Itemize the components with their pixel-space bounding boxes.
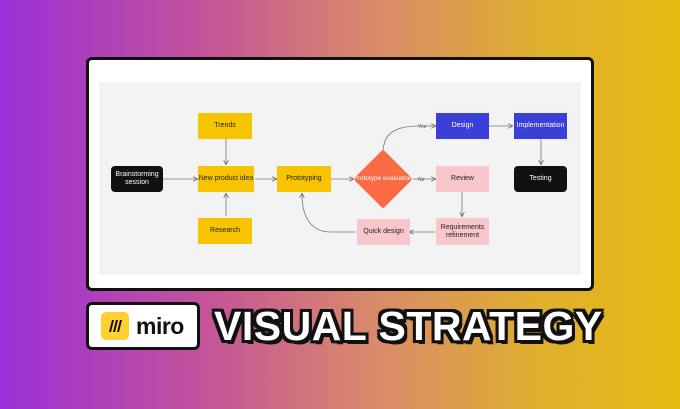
edge-label-yes: Yes: [418, 124, 427, 130]
node-testing: Testing: [514, 166, 567, 192]
node-research: Research: [198, 218, 252, 244]
node-quick-design: Quick design: [357, 219, 410, 245]
diagram-frame: Yes No Brainstorming session Trends New …: [86, 57, 594, 291]
node-brainstorming-session: Brainstorming session: [111, 166, 163, 192]
edge-evaluation-to-design: [382, 126, 435, 154]
node-trends: Trends: [198, 113, 252, 139]
headline-title: VISUAL STRATEGY: [214, 302, 603, 349]
node-prototype-evaluation: Prototype evaluation: [353, 149, 413, 209]
decision-label: Prototype evaluation: [353, 175, 413, 183]
node-new-product-idea: New product idea: [198, 166, 254, 192]
node-implementation: Implementation: [514, 113, 567, 139]
flowchart-board: Yes No Brainstorming session Trends New …: [99, 82, 581, 275]
miro-logo-text: miro: [136, 312, 184, 339]
node-requirements-refinement: Requirements refinement: [436, 218, 489, 245]
miro-logo-icon: [101, 312, 129, 340]
node-review: Review: [436, 166, 489, 192]
edge-label-no: No: [418, 177, 425, 183]
edge-quickdesign-to-prototyping: [302, 194, 356, 233]
flowchart-edges: Yes No: [163, 82, 581, 275]
miro-brand-badge: miro: [86, 302, 200, 350]
node-design: Design: [436, 113, 489, 139]
node-prototyping: Prototyping: [277, 166, 331, 192]
